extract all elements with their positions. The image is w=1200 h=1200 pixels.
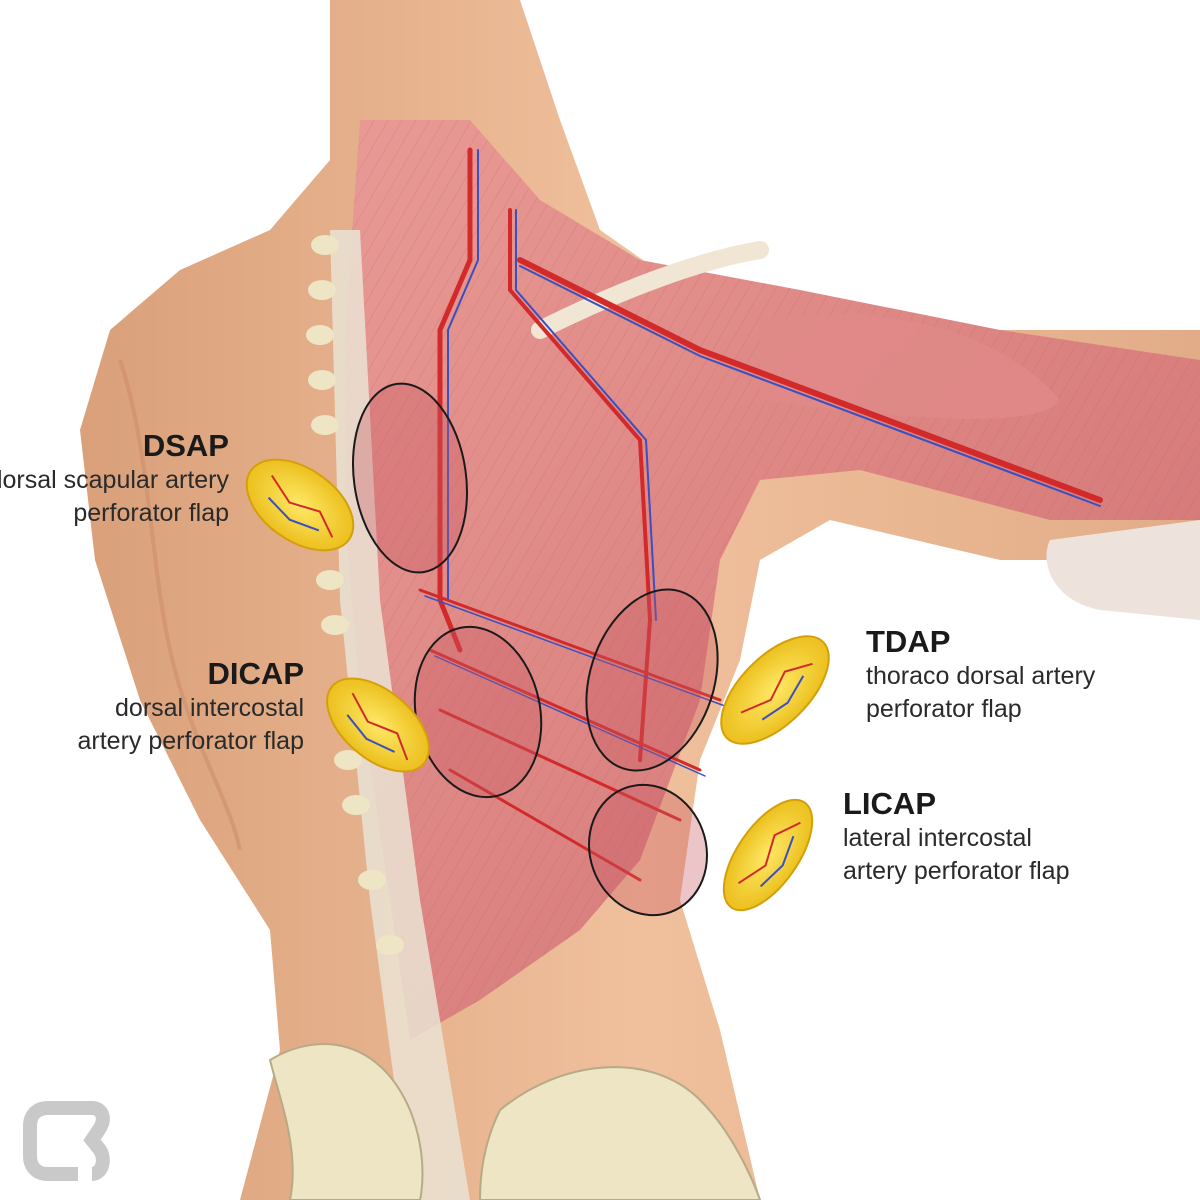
dicap-desc-line2: artery perforator flap [77,727,305,755]
arm-tendon [531,241,1200,620]
dsap-label: DSAP dorsal scapular artery perforator f… [0,428,229,530]
cb-logo-icon [23,1101,110,1181]
spine [306,230,470,1200]
pelvis [268,1043,762,1200]
dicap-label: DICAP dorsal intercostal artery perforat… [78,656,305,758]
blood-vessels [418,147,1103,882]
tdap-label: TDAP thoraco dorsal artery perforator fl… [866,624,1095,726]
tdap-desc-line1: thoraco dorsal artery [866,662,1096,690]
flap-outlines [351,382,719,917]
dicap-abbr: DICAP [207,656,304,691]
licap-desc-line1: lateral intercostal [843,824,1032,852]
dsap-desc-line1: dorsal scapular artery [0,466,229,494]
licap-label: LICAP lateral intercostal artery perfora… [843,786,1070,888]
tdap-desc-line2: perforator flap [866,695,1022,723]
dsap-desc-line2: perforator flap [73,499,229,527]
dsap-abbr: DSAP [142,428,229,463]
licap-desc-line2: artery perforator flap [843,857,1070,885]
dicap-desc-line1: dorsal intercostal [115,694,304,722]
tdap-abbr: TDAP [866,624,951,659]
flap-tissue [245,458,830,912]
licap-abbr: LICAP [843,786,936,821]
back-muscles [345,120,1200,1040]
